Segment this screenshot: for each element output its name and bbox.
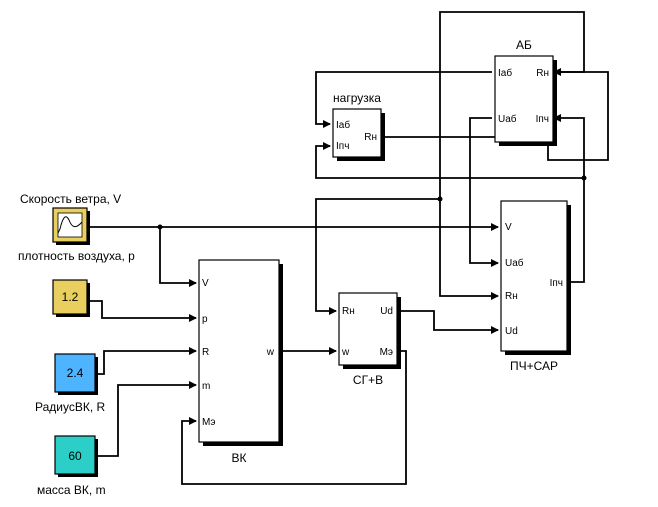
- radius-constant-value: 2.4: [67, 366, 84, 380]
- ab-port-ipch: Iпч: [536, 114, 549, 125]
- wire-radius-to-vk-r: [96, 347, 197, 375]
- pch-title: ПЧ+САР: [510, 359, 558, 373]
- mass-constant-value: 60: [68, 449, 82, 463]
- mass-constant[interactable]: 60 масса ВК, m: [37, 435, 106, 497]
- wire-pch-ipch-to-load-ipch: [315, 142, 584, 179]
- vk-input-r: R: [202, 347, 209, 358]
- wires: [88, 11, 609, 485]
- wire-load-rn-to-ab-rn: [547, 68, 609, 161]
- vk-input-p: p: [202, 314, 208, 325]
- vk-input-m: m: [202, 381, 210, 392]
- vk-input-v: V: [202, 278, 209, 289]
- vk-output-w: w: [266, 347, 275, 358]
- ab-port-rn: Rн: [536, 68, 549, 79]
- pch-output-ipch: Iпч: [550, 278, 563, 289]
- load-title: нагрузка: [333, 91, 381, 105]
- wind-source[interactable]: Скорость ветра, V: [20, 192, 121, 245]
- sg-block[interactable]: Rн w Ud Mэ СГ+В: [338, 292, 401, 387]
- load-block[interactable]: Iaб Iпч Rн нагрузка: [332, 91, 385, 161]
- ab-title: АБ: [516, 38, 532, 52]
- signal-wave-icon: [57, 216, 83, 234]
- pch-input-uab: Uaб: [505, 257, 524, 269]
- sg-input-rn: Rн: [342, 306, 355, 317]
- pch-input-ud: Ud: [505, 326, 518, 337]
- wire-sg-me-to-vk-me: [181, 350, 407, 485]
- pch-block[interactable]: V Uaб Rн Ud Iпч ПЧ+САР: [500, 200, 571, 373]
- ab-port-iab: Iaб: [498, 67, 512, 79]
- pch-input-rn: Rн: [505, 291, 518, 302]
- pch-input-v: V: [505, 222, 512, 233]
- wire-density-to-vk-p: [88, 300, 197, 322]
- radius-constant-label: РадиусВК, R: [35, 400, 106, 414]
- wire-sg-ud-to-pch-ud: [398, 310, 499, 334]
- load-output-rn: Rн: [364, 132, 377, 143]
- wire-wind-to-vk-v: [159, 227, 197, 287]
- ab-port-uab: Uaб: [498, 113, 517, 125]
- wire-pch-ipch-to-ab-ipch: [553, 114, 585, 283]
- wire-ab-rn-to-sg-rn: [315, 198, 440, 315]
- sg-output-ud: Ud: [380, 306, 393, 317]
- density-constant-value: 1.2: [62, 290, 79, 304]
- mass-constant-label: масса ВК, m: [37, 483, 106, 497]
- radius-constant[interactable]: 2.4 РадиусВК, R: [35, 353, 106, 414]
- load-input-iab: Iaб: [336, 119, 350, 131]
- density-constant[interactable]: плотность воздуха, p 1.2: [18, 249, 135, 317]
- sg-title: СГ+В: [353, 373, 383, 387]
- sg-input-w: w: [341, 347, 350, 358]
- vk-title: ВК: [232, 451, 247, 465]
- wire-mass-to-vk-m: [96, 381, 197, 457]
- wire-ab-iab-to-load-iab: [315, 71, 492, 128]
- wind-source-label: Скорость ветра, V: [20, 192, 121, 206]
- vk-input-me: Mэ: [202, 417, 215, 428]
- vk-block[interactable]: V p R m Mэ w ВК: [198, 259, 283, 465]
- wire-ab-uab-to-pch-uab: [469, 117, 499, 267]
- sg-output-me: Mэ: [380, 347, 393, 358]
- ab-block[interactable]: Iaб Uaб Rн Iпч АБ: [494, 38, 557, 146]
- load-input-ipch: Iпч: [336, 141, 349, 152]
- density-constant-label: плотность воздуха, p: [18, 249, 135, 263]
